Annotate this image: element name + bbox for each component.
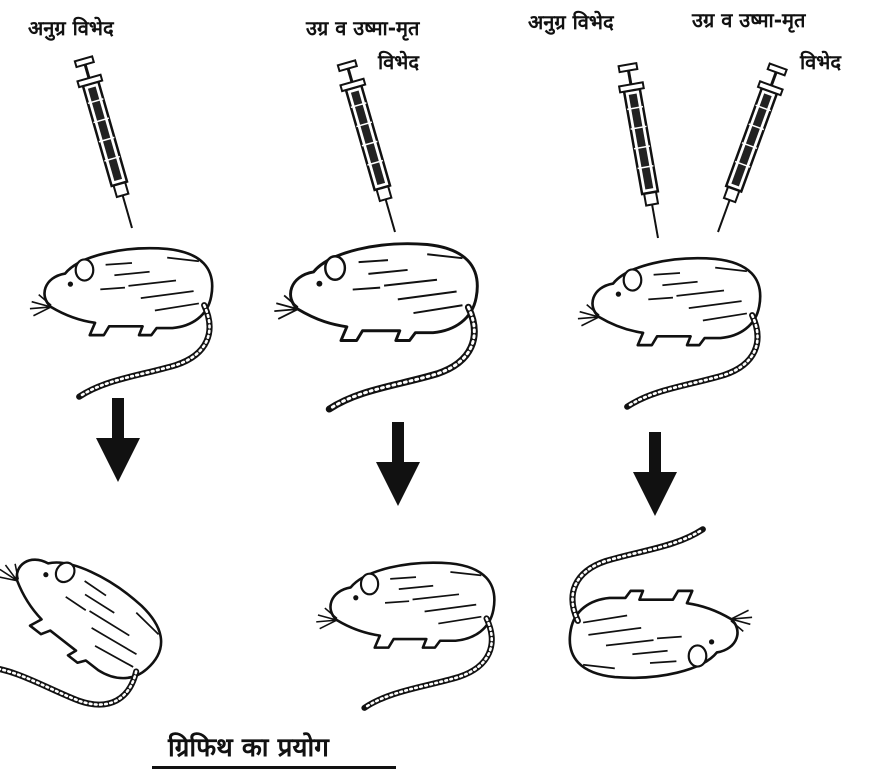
down-arrow-icon <box>633 432 677 516</box>
syringe-icon <box>707 63 790 237</box>
mouse-icon <box>30 248 212 397</box>
mouse-icon <box>316 563 494 708</box>
mouse-icon <box>274 244 477 409</box>
down-arrow-icon <box>96 398 140 482</box>
syringe-icon <box>616 63 670 240</box>
down-arrow-icon <box>376 422 420 506</box>
figure-caption: ग्रिफिथ का प्रयोग <box>168 728 329 764</box>
mouse-icon <box>0 523 177 747</box>
mouse-icon <box>578 258 760 407</box>
syringe-icon <box>72 56 144 232</box>
syringe-icon <box>335 60 407 236</box>
mouse-icon <box>570 529 752 678</box>
caption-underline <box>152 766 396 769</box>
